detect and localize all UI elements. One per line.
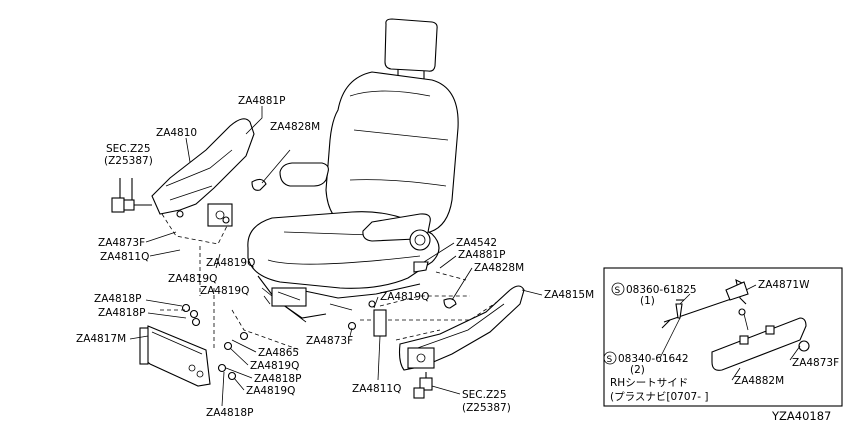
label-za4811q-left: ZA4811Q <box>100 251 149 263</box>
label-za4873f-left: ZA4873F <box>98 237 145 249</box>
inset-screw2-code: 08340-61642 <box>618 353 689 365</box>
label-za4542: ZA4542 <box>456 237 497 249</box>
circled-s-icon <box>611 282 625 296</box>
inset-screw1-code: 08360-61825 <box>626 284 697 296</box>
svg-text:S: S <box>615 286 621 296</box>
label-za4819q-e: ZA4819Q <box>246 385 295 397</box>
label-sec-z25-bottom: SEC.Z25 <box>462 389 507 401</box>
circled-s-icon <box>603 351 617 365</box>
label-za4819q-b: ZA4819Q <box>168 273 217 285</box>
label-za4810: ZA4810 <box>156 127 197 139</box>
side-cover-za4817m <box>139 325 211 387</box>
label-za4819q-a: ZA4819Q <box>206 257 255 269</box>
part-labels: ZA4881P ZA4810 SEC.Z25 (Z25387) ZA4828M … <box>76 95 594 419</box>
label-za4818p-c: ZA4818P <box>254 373 301 385</box>
label-sec-z25-left: SEC.Z25 <box>106 143 151 155</box>
inset-rh-seat-side: S 08360-61825 (1) S 08340-61642 (2) ZA48… <box>603 267 843 407</box>
label-za4819q-d: ZA4819Q <box>250 360 299 372</box>
side-shield-right <box>373 261 525 399</box>
label-za4828m-right: ZA4828M <box>474 262 524 274</box>
inset-screw1-qty: (1) <box>640 295 655 307</box>
inset-note-line2: (プラスナビ[0707- ] <box>610 391 708 403</box>
label-za4817m: ZA4817M <box>76 333 126 345</box>
label-za4819q-mid: ZA4819Q <box>380 291 429 303</box>
label-z25387-bottom: (Z25387) <box>462 402 511 414</box>
side-shield-left <box>111 118 255 227</box>
label-za4818p-bottom: ZA4818P <box>206 407 253 419</box>
label-za4815m: ZA4815M <box>544 289 594 301</box>
inset-za4882m: ZA4882M <box>734 375 784 387</box>
label-za4818p-b: ZA4818P <box>98 307 145 319</box>
label-za4828m-top: ZA4828M <box>270 121 320 133</box>
inset-za4873f: ZA4873F <box>792 357 839 369</box>
inset-note-line1: RHシートサイド <box>610 377 688 389</box>
inset-za4871w: ZA4871W <box>758 279 810 291</box>
label-za4881p-right: ZA4881P <box>458 249 505 261</box>
diagram-id: YZA40187 <box>771 409 831 423</box>
svg-text:S: S <box>607 355 613 365</box>
label-za4865: ZA4865 <box>258 347 299 359</box>
label-za4881p-top: ZA4881P <box>238 95 285 107</box>
label-za4873f-mid: ZA4873F <box>306 335 353 347</box>
label-za4811q-bottom: ZA4811Q <box>352 383 401 395</box>
inset-screw2-qty: (2) <box>630 364 645 376</box>
label-za4819q-c: ZA4819Q <box>200 285 249 297</box>
label-leaders <box>129 106 543 407</box>
dashed-leaders <box>160 213 501 351</box>
fasteners-left <box>176 210 376 381</box>
label-za4818p-a: ZA4818P <box>94 293 141 305</box>
seat-assembly <box>247 18 459 323</box>
label-z25387-left: (Z25387) <box>104 155 153 167</box>
